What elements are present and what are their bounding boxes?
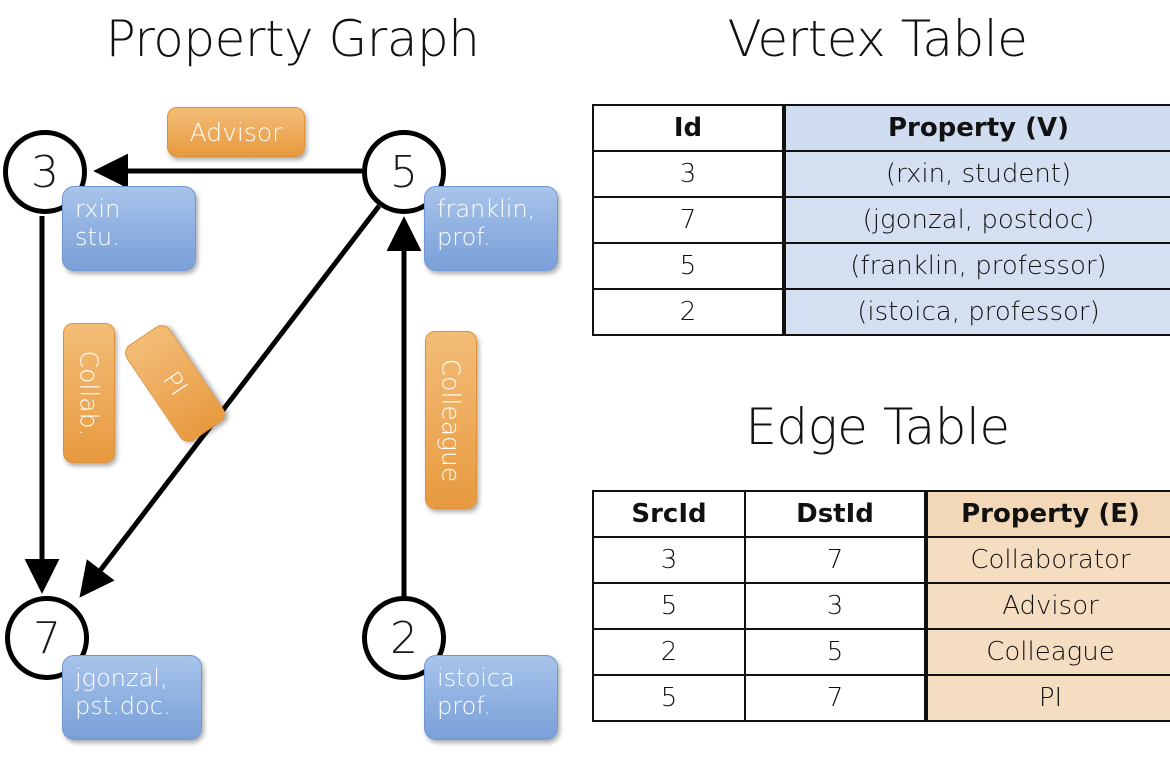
edge-label-pi-text: PI [156,366,194,401]
vertex-table: Id Property (V) 3 (rxin, student) 7 (jgo… [592,104,1170,336]
node-property-line-1: franklin, [437,195,536,223]
property-graph-diagram: 3 5 7 2 rxin stu. franklin, prof. jgonza… [3,107,558,740]
page-title-edge-table: Edge Table [745,398,1010,456]
edge-label-advisor-text: Advisor [189,117,283,147]
table-row[interactable]: 2 (istoica, professor) [592,288,1170,336]
edge-table-header-srcid: SrcId [592,490,746,538]
node-property-box-jgonzal: jgonzal, pst.doc. [62,655,202,740]
edge-cell-srcid: 5 [592,674,746,722]
table-row[interactable]: 2 5 Colleague [592,628,1170,676]
page-title-vertex-table: Vertex Table [727,10,1028,68]
table-row[interactable]: 5 7 PI [592,674,1170,722]
node-property-box-rxin: rxin stu. [62,186,196,271]
edge-table-header-property: Property (E) [924,490,1170,538]
node-property-line-1: jgonzal, [75,664,168,692]
node-property-box-istoica: istoica prof. [424,655,558,740]
edge-cell-srcid: 5 [592,582,746,630]
edge-cell-property: Collaborator [924,536,1170,584]
edge-label-colleague: Colleague [425,331,477,509]
edge-cell-dstid: 5 [744,628,927,676]
edge-cell-dstid: 7 [744,536,927,584]
vertex-cell-property: (jgonzal, postdoc) [782,196,1170,244]
table-header-row: SrcId DstId Property (E) [592,490,1170,538]
graph-edge-lines [24,153,422,598]
edge-label-collab-text: Collab. [74,350,104,436]
edge-cell-srcid: 3 [592,536,746,584]
edge-table-header-dstid: DstId [744,490,927,538]
vertex-cell-property: (rxin, student) [782,150,1170,198]
table-row[interactable]: 5 3 Advisor [592,582,1170,630]
edge-cell-srcid: 2 [592,628,746,676]
graph-node-5[interactable]: 5 [362,130,446,214]
vertex-cell-property: (istoica, professor) [782,288,1170,336]
edge-line-5-to-7 [79,204,381,598]
vertex-cell-property: (franklin, professor) [782,242,1170,290]
table-row[interactable]: 3 (rxin, student) [592,150,1170,198]
table-row[interactable]: 5 (franklin, professor) [592,242,1170,290]
node-property-line-1: rxin [75,195,121,223]
edge-cell-dstid: 7 [744,674,927,722]
table-row[interactable]: 3 7 Collaborator [592,536,1170,584]
edge-label-advisor: Advisor [167,107,305,157]
node-property-line-2: stu. [75,222,120,251]
page-title-property-graph: Property Graph [105,10,480,68]
edge-label-colleague-text: Colleague [436,358,466,482]
edge-label-collab: Collab. [63,323,115,463]
edge-cell-property: PI [924,674,1170,722]
edge-cell-dstid: 3 [744,582,927,630]
vertex-table-header-property: Property (V) [782,104,1170,152]
vertex-cell-id: 2 [592,288,785,336]
edge-table: SrcId DstId Property (E) 3 7 Collaborato… [592,490,1170,722]
graph-node-2[interactable]: 2 [362,596,446,680]
node-property-line-2: pst.doc. [75,691,171,720]
vertex-cell-id: 5 [592,242,785,290]
table-row[interactable]: 7 (jgonzal, postdoc) [592,196,1170,244]
edge-cell-property: Advisor [924,582,1170,630]
vertex-table-header-id: Id [592,104,785,152]
node-property-line-1: istoica [437,664,515,692]
table-header-row: Id Property (V) [592,104,1170,152]
vertex-cell-id: 7 [592,196,785,244]
vertex-cell-id: 3 [592,150,785,198]
node-property-line-2: prof. [437,222,491,251]
node-property-line-2: prof. [437,691,491,720]
node-property-box-franklin: franklin, prof. [424,186,558,271]
edge-cell-property: Colleague [924,628,1170,676]
